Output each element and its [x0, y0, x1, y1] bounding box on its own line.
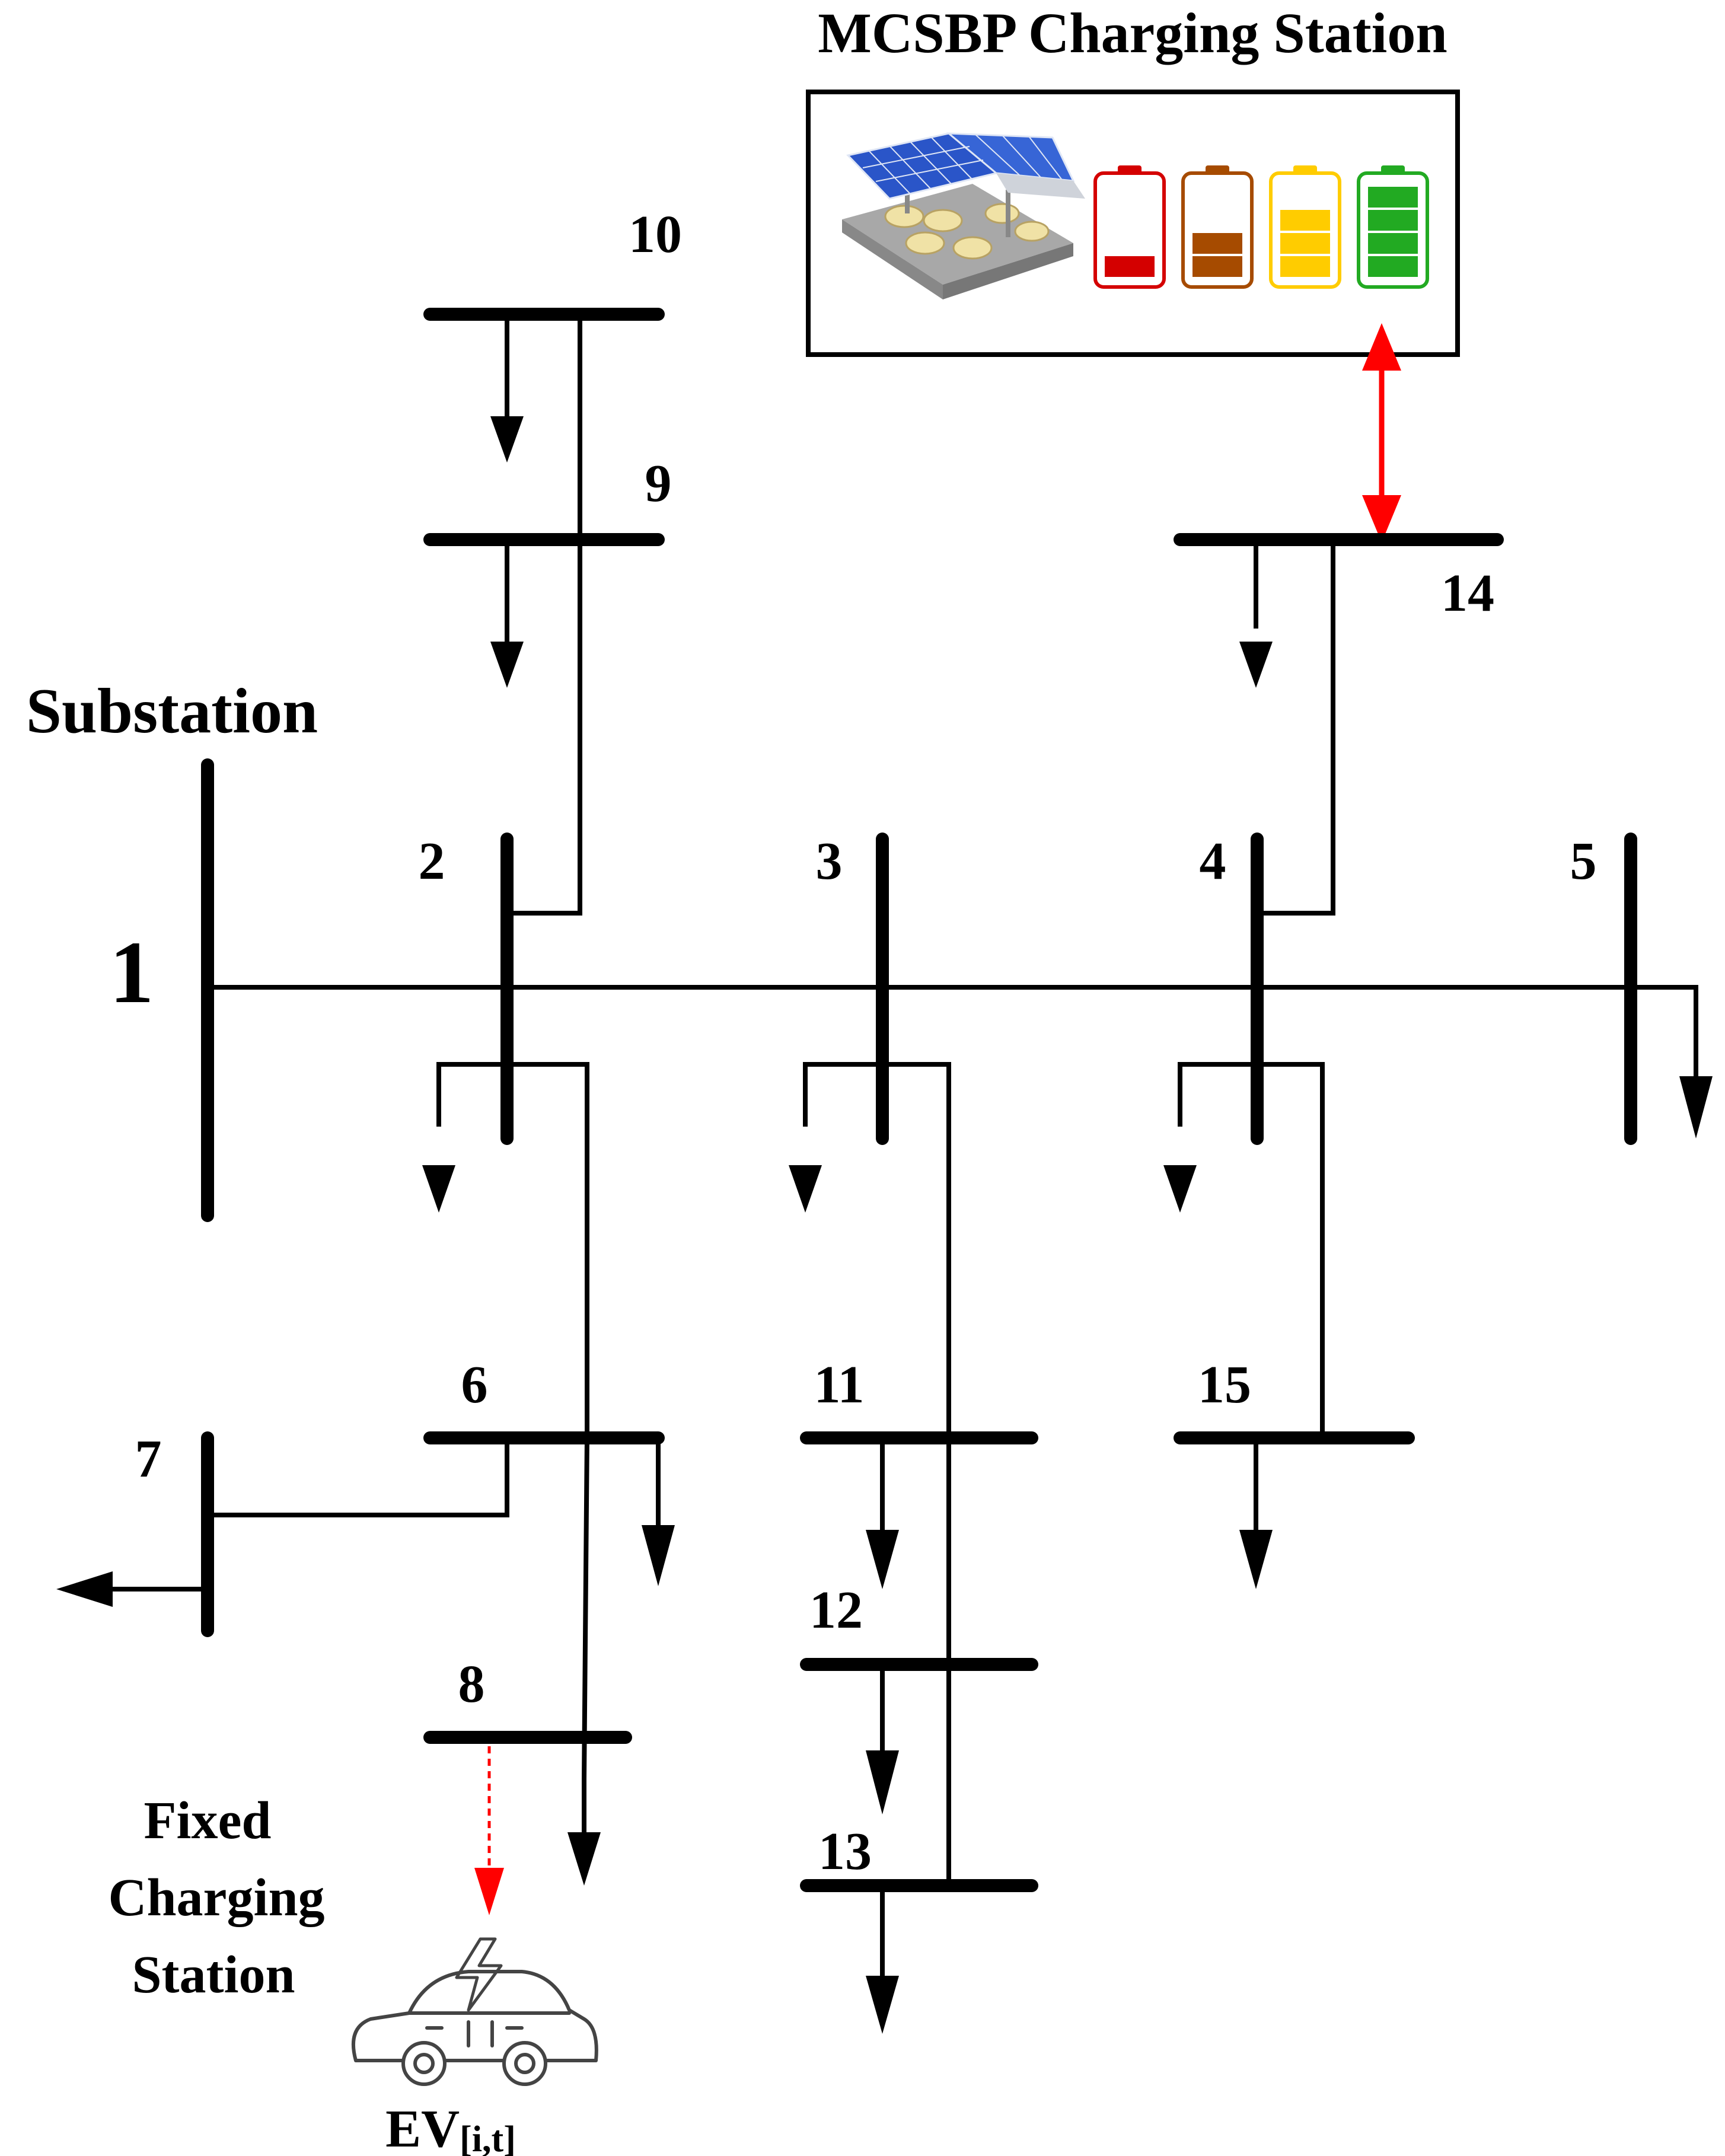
fixed-charging-link-arrow — [474, 1746, 504, 1915]
substation-label: Substation — [26, 676, 318, 747]
load-arrow-bus4 — [1163, 1165, 1197, 1213]
load-arrow-bus3 — [789, 1165, 822, 1213]
bus-label-4: 4 — [1200, 832, 1226, 891]
bus-label-15: 15 — [1198, 1356, 1251, 1414]
battery-low-icon — [1093, 165, 1166, 289]
bus-label-14: 14 — [1441, 564, 1494, 623]
load-arrows — [56, 416, 1713, 2034]
bus-label-9: 9 — [645, 454, 672, 513]
battery-full-icon — [1357, 165, 1429, 289]
bus-label-13: 13 — [818, 1822, 872, 1881]
load-arrow-bus11 — [866, 1530, 899, 1589]
battery-high-icon — [1269, 165, 1341, 289]
ev-label: EV[i,t] — [385, 2100, 516, 2156]
load-arrow-bus6 — [642, 1525, 675, 1586]
load-arrow-bus10 — [490, 416, 524, 463]
bus-label-11: 11 — [814, 1356, 864, 1414]
bus-label-10: 10 — [629, 205, 682, 264]
load-arrow-bus8 — [567, 1832, 601, 1886]
bus-label-5: 5 — [1570, 832, 1597, 891]
solar-carport-icon — [842, 132, 1085, 299]
load-arrow-bus5 — [1679, 1076, 1713, 1138]
ev-label-main: EV — [385, 2100, 460, 2156]
load-arrow-bus12 — [866, 1750, 899, 1814]
load-arrow-bus2 — [422, 1165, 455, 1213]
load-arrow-bus9 — [490, 642, 524, 688]
bus-label-1: 1 — [110, 923, 154, 1022]
mcsbp-title: MCSBP Charging Station — [818, 1, 1447, 65]
bus-bars — [201, 308, 1637, 1892]
fixed-station-label-line1: Fixed — [144, 1791, 272, 1850]
battery-medium-icon — [1181, 165, 1254, 289]
feeder-lines — [107, 314, 1698, 1980]
bus-label-8: 8 — [458, 1655, 485, 1714]
fixed-station-label-line2: Charging — [108, 1868, 324, 1927]
mcsbp-link-arrow — [1362, 323, 1401, 543]
bus-label-7: 7 — [135, 1430, 162, 1488]
bus-label-6: 6 — [461, 1356, 488, 1414]
load-arrow-bus13 — [866, 1976, 899, 2034]
electric-car-icon — [351, 1937, 598, 2086]
bus-label-2: 2 — [419, 832, 445, 891]
ev-label-sub: [i,t] — [460, 2119, 516, 2156]
load-arrow-bus15 — [1239, 1530, 1273, 1589]
load-arrow-bus14 — [1239, 642, 1273, 688]
fixed-station-label-line3: Station — [132, 1945, 295, 2004]
bus-label-12: 12 — [809, 1581, 863, 1640]
bus-label-3: 3 — [816, 832, 843, 891]
load-arrow-bus7 — [56, 1571, 113, 1607]
